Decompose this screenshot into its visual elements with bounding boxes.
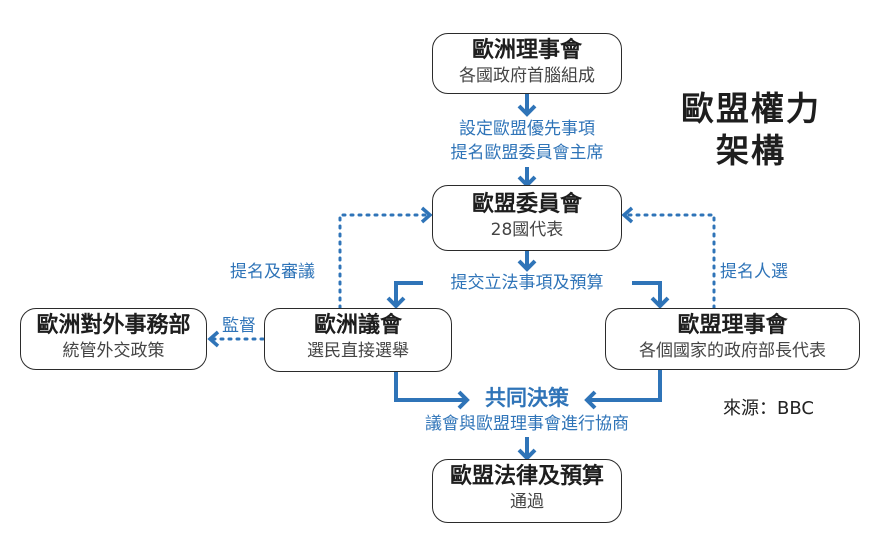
- node-title: 歐洲對外事務部: [36, 313, 191, 338]
- arrow-head: [621, 206, 634, 224]
- label-negotiation: 議會與歐盟理事會進行協商: [425, 414, 629, 434]
- node-subtitle: 統管外交政策: [62, 341, 165, 361]
- label-codecision: 共同決策: [485, 386, 569, 410]
- node-council-eu: 歐盟理事會 各個國家的政府部長代表: [605, 308, 860, 370]
- arrow-head: [517, 448, 537, 461]
- source-note: 來源：BBC: [723, 398, 814, 419]
- arrow-head: [420, 206, 433, 224]
- arrow-head: [207, 330, 220, 348]
- node-subtitle: 選民直接選舉: [307, 341, 409, 361]
- label-nominate-president: 提名歐盟委員會主席: [450, 143, 604, 163]
- arrow-to-parliament: [394, 281, 423, 305]
- label-set-priorities: 設定歐盟優先事項: [459, 119, 595, 139]
- arrow-head: [517, 104, 537, 117]
- title-line-1: 歐盟權力: [681, 89, 821, 128]
- node-title: 歐盟理事會: [677, 313, 788, 338]
- arrow-head: [517, 259, 537, 272]
- node-title: 歐洲理事會: [471, 38, 582, 63]
- dotted-council-to-commission: [624, 213, 716, 310]
- arrow-head: [650, 296, 670, 309]
- node-title: 歐盟委員會: [471, 192, 582, 217]
- arrow-head: [457, 390, 470, 410]
- node-subtitle: 各個國家的政府部長代表: [639, 341, 826, 361]
- node-european-council: 歐洲理事會 各國政府首腦組成: [432, 33, 622, 94]
- arrow-to-council-eu: [632, 281, 662, 305]
- label-supervise: 監督: [222, 316, 256, 336]
- label-nominate-candidates: 提名人選: [720, 262, 788, 282]
- node-subtitle: 各國政府首腦組成: [459, 66, 595, 86]
- arrow-head: [584, 390, 597, 410]
- diagram-title: 歐盟權力 架構: [676, 88, 826, 172]
- node-law-budget: 歐盟法律及預算 通過: [432, 459, 622, 523]
- title-line-2: 架構: [716, 131, 786, 170]
- label-submit-legislation: 提交立法事項及預算: [450, 273, 604, 293]
- node-title: 歐洲議會: [313, 313, 402, 338]
- node-parliament: 歐洲議會 選民直接選舉: [264, 308, 452, 372]
- arrow-parliament-to-codecision: [394, 372, 466, 402]
- arrow-council-to-codecision: [588, 370, 662, 402]
- label-nominate-review: 提名及審議: [230, 262, 315, 282]
- node-eeas: 歐洲對外事務部 統管外交政策: [20, 308, 207, 370]
- dotted-parliament-to-commission: [338, 213, 430, 310]
- node-subtitle: 通過: [510, 492, 544, 512]
- node-commission: 歐盟委員會 28國代表: [432, 185, 622, 251]
- node-title: 歐盟法律及預算: [449, 464, 604, 489]
- arrow-head: [386, 296, 406, 309]
- node-subtitle: 28國代表: [490, 220, 564, 240]
